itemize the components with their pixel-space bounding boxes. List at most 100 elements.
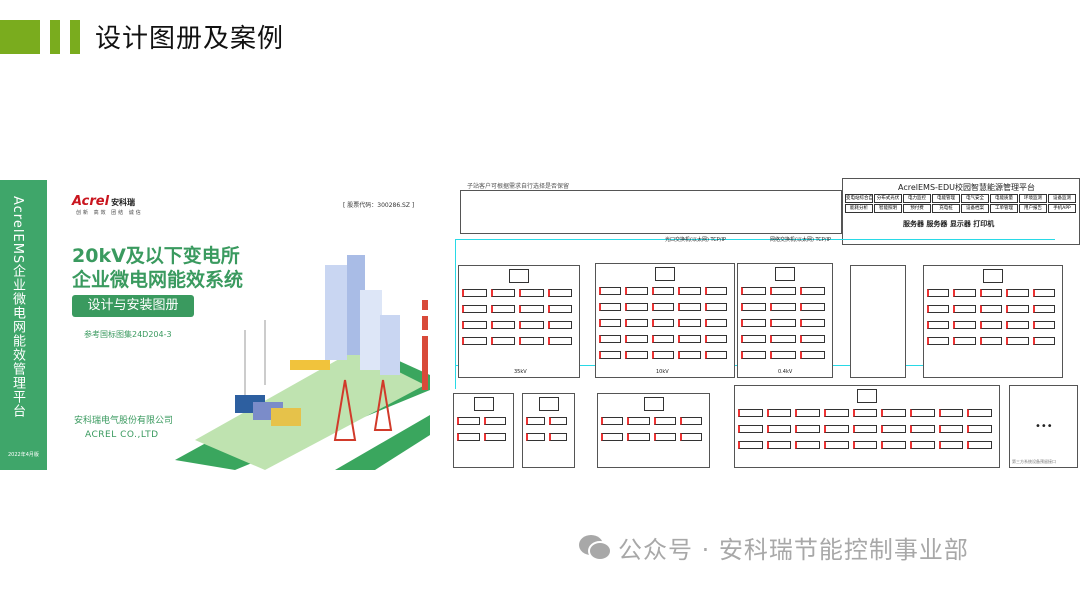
device-box [547,337,572,345]
device-box [625,351,648,359]
device-box [910,441,935,449]
device-box [519,305,544,313]
function-cell: 分布式光伏 [874,194,902,203]
device-box [770,335,796,343]
bus-label: 35kV [514,369,527,375]
device-box [741,303,767,311]
device-box [704,351,727,359]
panel-third-party: ••• 第三方系统设备预留接口 [1009,385,1078,468]
device-box [953,289,976,297]
meter-box [643,397,664,411]
workstation-panel [460,190,842,234]
device-box [953,321,976,329]
device-box [599,319,622,327]
device-box [651,319,675,327]
device-box [599,351,622,359]
device-box [979,305,1003,313]
network-bus [455,239,1055,240]
bus-label: 0.4kV [778,369,793,375]
device-box [799,287,825,295]
device-box [938,425,964,433]
device-box [483,417,506,425]
device-box [490,305,515,313]
function-cell: 手机APP [1048,204,1076,213]
device-box [625,335,648,343]
switch1-label: 光口交换机(以太网) TCP/IP [665,237,726,243]
device-box [526,417,545,425]
device-box [599,303,622,311]
device-box [881,425,906,433]
device-box [625,287,648,295]
meter-box [538,397,559,411]
device-box [678,319,701,327]
device-box [678,351,701,359]
device-box [490,289,515,297]
city-illustration [175,255,430,470]
device-box [1006,305,1029,313]
device-box [967,441,992,449]
switch2-label: 网络交换机(以太网) TCP/IP [770,237,831,243]
device-box [519,321,544,329]
device-box [927,337,950,345]
sidebar-title: AcrelEMS企业微电网能效管理平台 [10,196,25,419]
meter-box [857,389,877,403]
device-box [824,409,849,417]
device-box [653,417,676,425]
meter-box [775,267,795,281]
device-box [526,433,545,441]
accent-bar [0,20,40,54]
device-box [799,351,825,359]
device-box [799,335,825,343]
function-cell: 充电桩 [932,204,960,213]
device-box [738,425,763,433]
page-title: 设计图册及案例 [95,24,285,54]
device-box [795,441,820,449]
device-box [627,417,650,425]
stock-code: [ 股票代码：300286.SZ ] [343,202,415,209]
function-cell: 环境监测 [1019,194,1047,203]
reference: 参考国标图集24D204-3 [84,330,172,339]
meter-box [509,269,529,283]
device-box [1006,321,1029,329]
slogan: 创新 高效 团结 诚信 [76,210,143,216]
hardware-label: 服务器 服务器 显示器 打印机 [903,220,995,228]
device-box [852,409,878,417]
device-box [770,351,796,359]
device-box [881,441,906,449]
device-box [457,417,480,425]
device-box [462,321,487,329]
device-box [799,319,825,327]
accent-bar [50,20,60,54]
function-cell: 电力监控 [903,194,931,203]
device-box [979,289,1003,297]
device-box [770,303,796,311]
bus-label: 10kV [656,369,669,375]
device-box [601,417,624,425]
device-box [651,335,675,343]
device-box [462,305,487,313]
device-box [795,409,820,417]
device-box [625,319,648,327]
function-cell: 预付费 [903,204,931,213]
function-cell: 电能质量 [990,194,1018,203]
device-box [679,417,702,425]
device-box [627,433,650,441]
panel-charging [850,265,906,378]
function-cell: 电气安全 [961,194,989,203]
edition: 2022年4月版 [8,452,39,458]
device-box [766,409,792,417]
function-cell: 工单管理 [990,204,1018,213]
function-grid: 变电站综合自动化分布式光伏电力监控电能管理电气安全电能质量环境监测设备监测能耗分… [845,194,1076,213]
device-box [599,287,622,295]
company-cn: 安科瑞电气股份有限公司 [74,416,174,426]
device-box [547,289,572,297]
diagram-note: 子站客户可根据需求自行选择是否保留 [467,183,570,190]
system-diagram: 子站客户可根据需求自行选择是否保留 AcrelEMS-EDU校园智慧能源管理平台… [445,175,1080,473]
third-party-label: 第三方系统设备预留接口 [1012,459,1056,464]
subtitle-badge: 设计与安装图册 [72,295,194,317]
device-box [653,433,676,441]
wechat-icon [579,534,612,561]
function-cell: 设备监测 [1048,194,1076,203]
device-box [927,305,950,313]
